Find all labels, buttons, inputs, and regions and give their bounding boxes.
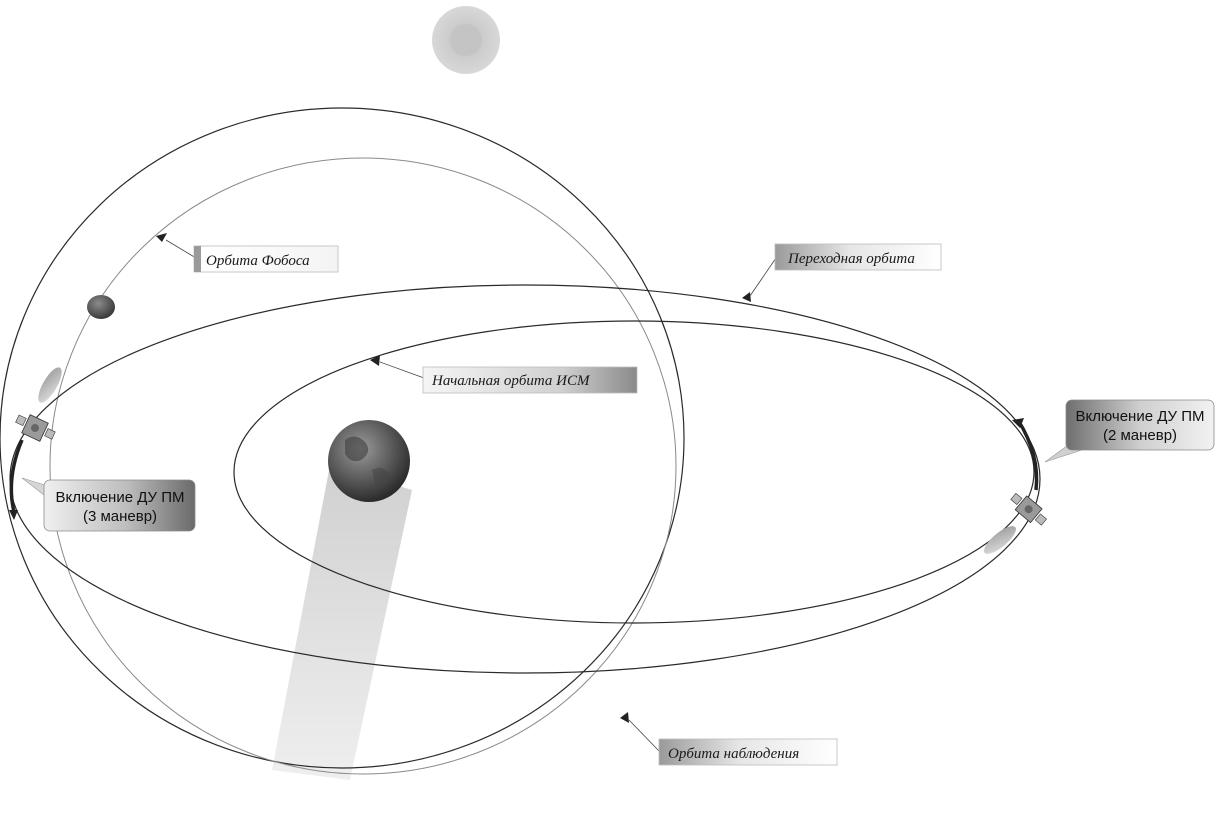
transfer-orbit-label: Переходная орбита — [787, 251, 915, 267]
initial-orbit-arrow — [370, 355, 380, 366]
burn-2-arrowhead — [1012, 418, 1024, 428]
label-observation-orbit: Орбита наблюдения — [658, 738, 838, 766]
burn-3-arc — [9, 439, 24, 513]
spacecraft-burn-2 — [984, 492, 1047, 554]
initial-label-pointer — [379, 361, 425, 379]
sun — [432, 6, 500, 74]
transfer-orbit-arrow — [742, 292, 751, 302]
phobos-orbit — [49, 157, 677, 775]
burn-2-label-line1: Включение ДУ ПМ — [1075, 408, 1204, 425]
observation-label-pointer — [628, 719, 661, 753]
phobos-orbit-label: Орбита Фобоса — [206, 253, 310, 269]
phobos-moon — [87, 295, 115, 319]
label-initial-orbit: Начальная орбита ИСМ — [422, 366, 638, 394]
initial-orbit — [233, 320, 1035, 624]
burn-3-label-line1: Включение ДУ ПМ — [55, 489, 184, 506]
burn-2-label-line2: (2 маневр) — [1103, 427, 1177, 444]
phobos-label-pointer — [165, 239, 197, 259]
observation-orbit-arrow — [620, 712, 629, 723]
burn-3-arrowhead — [9, 510, 18, 520]
mars-planet — [328, 420, 410, 502]
observation-orbit — [0, 107, 685, 769]
label-transfer-orbit: Переходная орбита — [774, 243, 942, 271]
label-phobos-orbit: Орбита Фобоса — [193, 245, 339, 273]
transfer-orbit — [9, 284, 1041, 674]
callout-burn-2: Включение ДУ ПМ (2 маневр) — [1044, 399, 1215, 463]
burn-3-label-line2: (3 маневр) — [83, 508, 157, 525]
mars-shadow — [272, 465, 412, 780]
observation-orbit-label: Орбита наблюдения — [668, 746, 799, 762]
spacecraft-burn-3 — [15, 367, 62, 442]
initial-orbit-label: Начальная орбита ИСМ — [431, 373, 591, 389]
transfer-label-pointer — [749, 257, 777, 297]
callout-burn-3: Включение ДУ ПМ (3 маневр) — [21, 477, 196, 532]
burn-2-arc — [1016, 419, 1039, 491]
phobos-orbit-arrow — [156, 233, 167, 242]
